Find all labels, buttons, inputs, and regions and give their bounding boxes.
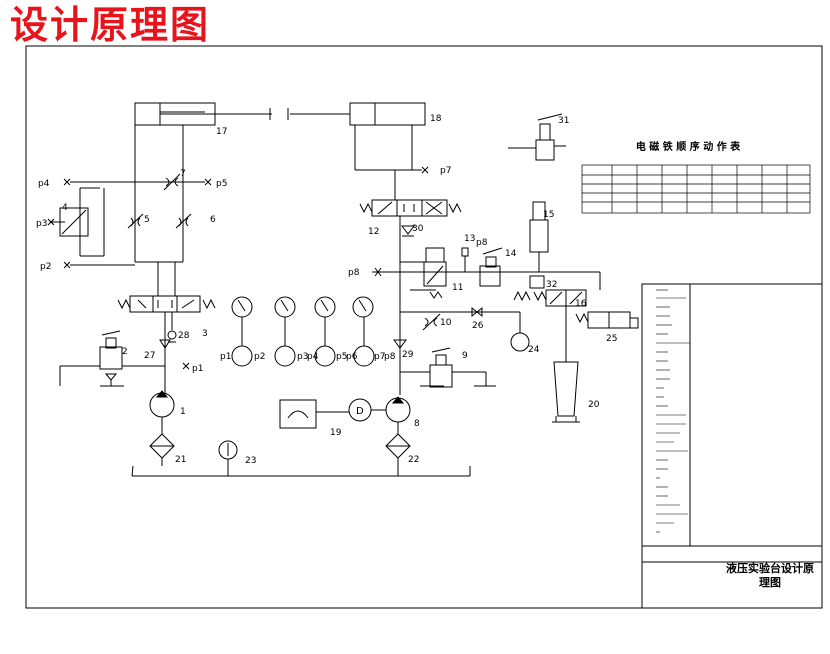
- label-13: 13: [464, 234, 475, 244]
- gauge-label-p8: p8: [384, 352, 396, 362]
- drawing-frame: [25, 45, 823, 609]
- valve-11: [423, 247, 447, 299]
- label-11: 11: [452, 283, 463, 293]
- check-valve-27: [159, 339, 171, 349]
- relief-valve-2: [59, 330, 165, 387]
- check-valve-30: [401, 225, 415, 237]
- label-p2: p2: [40, 262, 51, 272]
- label-6: 6: [210, 215, 216, 225]
- label-19: 19: [330, 428, 342, 438]
- label-5: 5: [144, 215, 150, 225]
- thermometer-23: [218, 440, 238, 476]
- svg-text:D: D: [356, 406, 364, 417]
- valve-14: [479, 247, 503, 287]
- label-25: 25: [606, 334, 617, 344]
- label-21: 21: [175, 455, 186, 465]
- label-28: 28: [178, 331, 190, 341]
- label-20: 20: [588, 400, 600, 410]
- valve-4: [59, 187, 105, 257]
- label-29: 29: [402, 350, 414, 360]
- label-p3: p3: [36, 219, 47, 229]
- label-1: 1: [180, 407, 186, 417]
- relief-valve-9: [400, 347, 496, 388]
- gauge-label-p3: p3: [297, 352, 308, 362]
- label-2: 2: [122, 347, 128, 357]
- directional-valve-12: [359, 199, 462, 217]
- pump-1: [149, 390, 175, 466]
- gauge-label-p4: p4: [307, 352, 319, 362]
- valve-25: [575, 311, 639, 329]
- label-p5: p5: [216, 179, 227, 189]
- label-26: 26: [472, 321, 484, 331]
- label-3: 3: [202, 329, 208, 339]
- solenoid-table: [581, 164, 811, 214]
- label-9: 9: [462, 351, 468, 361]
- drawing-name-line1: 液压实验台设计原: [726, 561, 814, 575]
- label-7: 7: [180, 169, 186, 179]
- title-block: [641, 283, 823, 609]
- meter-19: [279, 399, 349, 429]
- label-16: 16: [575, 299, 587, 309]
- component-13: [461, 247, 469, 257]
- label-24: 24: [528, 345, 540, 355]
- valve-32: [513, 275, 545, 302]
- gauge-label-p6: p6: [346, 352, 358, 362]
- label-p4: p4: [38, 179, 50, 189]
- check-valve-29: [393, 339, 407, 349]
- gauge-label-p2: p2: [254, 352, 265, 362]
- parts-list: [656, 289, 690, 533]
- label-p1-right: p1: [192, 364, 203, 374]
- label-22: 22: [408, 455, 419, 465]
- directional-valve-3: [117, 295, 216, 313]
- drawing-title: 设计原理图: [10, 2, 211, 47]
- label-18: 18: [430, 114, 442, 124]
- label-8: 8: [414, 419, 420, 429]
- gauge-label-p7: p7: [374, 352, 385, 362]
- throttle-valve-6: [175, 213, 192, 229]
- label-10: 10: [440, 318, 452, 328]
- label-12: 12: [368, 227, 379, 237]
- label-p9: p8: [476, 238, 488, 248]
- valve-15: [529, 201, 549, 272]
- label-4: 4: [62, 203, 68, 213]
- cylinder-17: [134, 102, 272, 126]
- flow-sensor-24: [510, 312, 530, 352]
- cylinder-20: [552, 306, 580, 423]
- motor-d: D: [348, 398, 386, 422]
- throttle-valve-5: [127, 213, 144, 229]
- valve-26: [471, 306, 483, 318]
- cylinder-18: [287, 102, 426, 126]
- throttle-valve-10: [422, 313, 441, 331]
- label-17: 17: [216, 127, 227, 137]
- label-14: 14: [505, 249, 517, 259]
- gauge-label-p1: p1: [220, 352, 231, 362]
- drawing-name-line2: 理图: [759, 576, 781, 589]
- solenoid-table-title: 电 磁 铁 顺 序 动 作 表: [636, 140, 741, 153]
- label-31: 31: [558, 116, 569, 126]
- label-p8: p8: [348, 268, 360, 278]
- label-27: 27: [144, 351, 155, 361]
- label-32: 32: [546, 280, 557, 290]
- pump-8: [385, 396, 411, 476]
- label-30: 30: [412, 224, 424, 234]
- throttle-valve-7: [163, 173, 181, 191]
- label-23: 23: [245, 456, 256, 466]
- label-p7: p7: [440, 166, 451, 176]
- label-15: 15: [543, 210, 554, 220]
- valve-31: [508, 113, 566, 161]
- gauge-label-p5: p5: [336, 352, 347, 362]
- pressure-gauges: [231, 296, 375, 367]
- port-markers: [47, 166, 429, 370]
